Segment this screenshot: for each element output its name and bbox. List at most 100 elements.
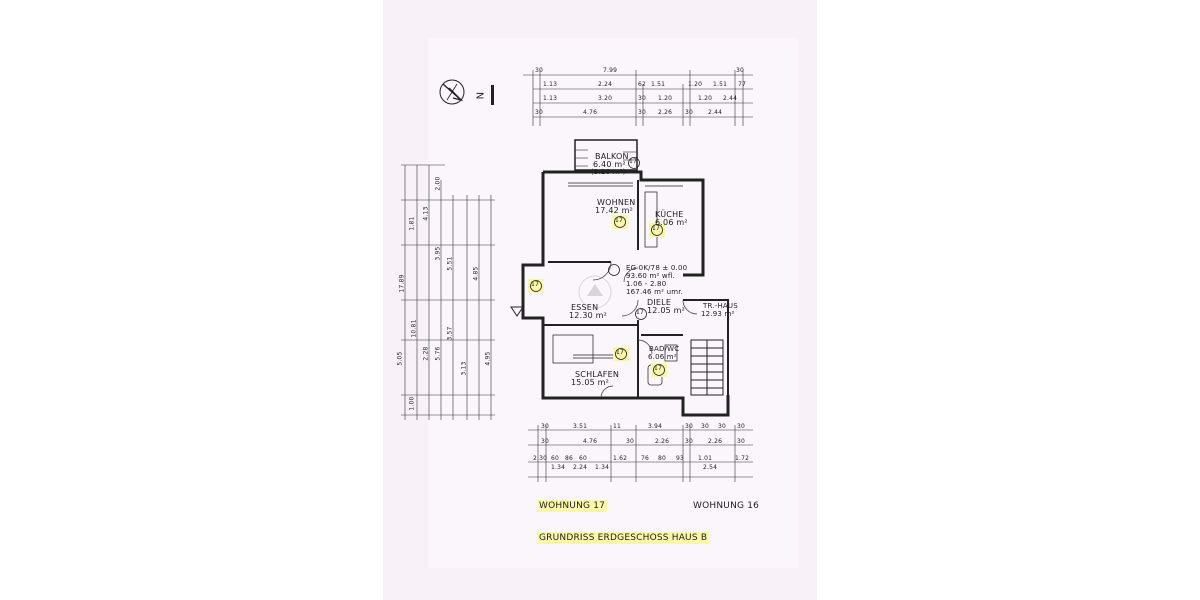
bottom-dim: 2.30 (533, 455, 548, 462)
room-area-schlafen: 15.05 m² (571, 378, 610, 387)
unit-number: 17 (629, 158, 638, 165)
summary-line-4: 167.46 m² umr. (626, 288, 684, 296)
north-label: N (475, 91, 487, 100)
left-dim: 2.00 (434, 176, 442, 191)
unit-label-wohnung-17: WOHNUNG 17 (537, 500, 608, 512)
bottom-dim: 93 (676, 455, 685, 462)
room-name-schlafen: SCHLAFEN (575, 370, 620, 379)
top-dim: 1.20 (688, 81, 703, 88)
left-dim: 3.57 (446, 326, 454, 341)
drawing-title: GRUNDRISS ERDGESCHOSS HAUS B (537, 532, 710, 544)
staircase (690, 339, 724, 396)
room-area-balkon: 6.40 m² (593, 160, 626, 169)
bottom-dim: 1.34 (551, 464, 566, 471)
left-dim: 1.00 (408, 396, 416, 411)
top-dim: 62 (638, 81, 647, 88)
unit-number: 17 (636, 309, 645, 316)
bottom-dim: 2.26 (708, 438, 723, 445)
left-dim: 4.85 (472, 266, 480, 281)
bottom-dim: 30 (737, 438, 746, 445)
left-dim: 10.81 (410, 319, 418, 338)
unit-number: 17 (652, 225, 661, 232)
top-dim: 1.13 (543, 95, 558, 102)
house-watermark-icon (578, 275, 612, 309)
paper-inner (428, 38, 798, 568)
top-dim: 4.76 (583, 109, 598, 116)
bottom-dim: 4.76 (583, 438, 598, 445)
bottom-dim: 1.34 (595, 464, 610, 471)
bottom-dim: 1.01 (698, 455, 713, 462)
top-dim: 1.20 (658, 95, 673, 102)
top-dim: 77 (738, 81, 747, 88)
bottom-dim: 30 (685, 438, 694, 445)
room-name-trhaus: TR.-HAUS (703, 302, 738, 310)
summary-line-3: 1.06 - 2.80 (626, 280, 667, 288)
top-dim: 30 (638, 109, 647, 116)
left-dim: 5.76 (434, 346, 442, 361)
left-dim: 5.05 (396, 351, 404, 366)
unit-number: 17 (654, 365, 663, 372)
bottom-dim: 3.94 (648, 423, 663, 430)
room-area-kuche: 6.06 m² (655, 218, 688, 227)
top-dim: 30 (535, 67, 544, 74)
top-dim: 1.20 (698, 95, 713, 102)
room-area-trhaus: 12.93 m² (701, 310, 735, 318)
top-dim: 30 (638, 95, 647, 102)
unit-number: 17 (615, 217, 624, 224)
door-swings (592, 261, 698, 399)
top-dim: 1.51 (651, 81, 666, 88)
unit-number: 17 (531, 281, 540, 288)
top-dimension-lines (523, 70, 753, 126)
bottom-dim: 80 (658, 455, 667, 462)
top-dim: 30 (535, 109, 544, 116)
left-dim: 4.13 (422, 206, 430, 221)
top-dim: 1.13 (543, 81, 558, 88)
bottom-dimension-lines (528, 425, 753, 482)
bottom-dim: 86 (565, 455, 574, 462)
room-name-balkon: BALKON (595, 152, 629, 161)
left-dim: 1.81 (408, 216, 416, 231)
left-dim: 3.13 (460, 361, 468, 376)
bottom-dim: 30 (626, 438, 635, 445)
left-dim: 4.95 (484, 351, 492, 366)
bottom-dim: 60 (579, 455, 588, 462)
unit-markers (528, 157, 667, 377)
bottom-dim: 3.51 (573, 423, 588, 430)
bottom-dim: 30 (541, 423, 550, 430)
left-dim: 2.28 (422, 346, 430, 361)
summary-line-1: EG 0K/78 ± 0.00 (626, 264, 688, 272)
top-dim: 30 (685, 109, 694, 116)
floor-plan (383, 0, 817, 600)
entrance-arrow-icon (510, 306, 524, 317)
unit-label-wohnung-16: WOHNUNG 16 (693, 501, 760, 511)
bottom-dim: 1.72 (735, 455, 750, 462)
summary-line-2: 93.60 m² wfl. (626, 272, 676, 280)
room-area-wohnen: 17.42 m² (595, 206, 634, 215)
top-dim: 2.24 (598, 81, 613, 88)
bottom-dim: 1.62 (613, 455, 628, 462)
top-dim: 3.20 (598, 95, 613, 102)
left-dim: 17.89 (398, 274, 406, 293)
bottom-dim: 60 (551, 455, 560, 462)
left-dimension-lines (401, 164, 495, 420)
bottom-dim: 30 (701, 423, 710, 430)
bottom-dim: 30 (685, 423, 694, 430)
left-dim: 5.51 (446, 256, 454, 271)
scale-bar (491, 85, 494, 105)
top-dim: 30 (736, 67, 745, 74)
room-area2-balkon: (3.20 m²) (591, 168, 626, 176)
room-name-diele: DIELE (647, 298, 672, 307)
room-area-essen: 12.30 m² (569, 311, 608, 320)
bottom-dim: 2.54 (703, 464, 718, 471)
room-area-bad: 6.06 m² (648, 353, 677, 361)
room-name-essen: ESSEN (571, 303, 599, 312)
bottom-dim: 2.24 (573, 464, 588, 471)
top-dim: 2.26 (658, 109, 673, 116)
top-dim: 2.44 (723, 95, 738, 102)
top-dim: 7.99 (603, 67, 618, 74)
walls (521, 139, 730, 417)
unit-number: 17 (616, 349, 625, 356)
north-arrow-icon (439, 79, 465, 105)
bottom-dim: 30 (541, 438, 550, 445)
bottom-dim: 30 (737, 423, 746, 430)
